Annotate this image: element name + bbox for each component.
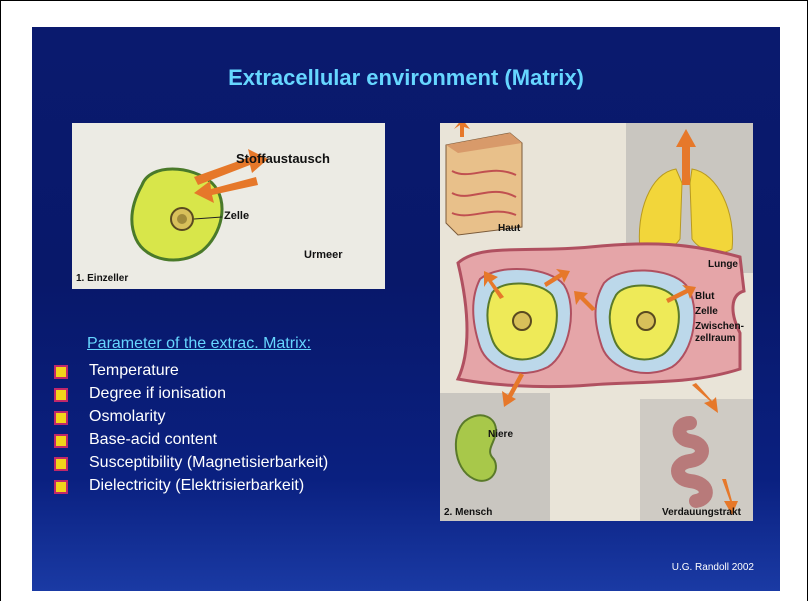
- label-stoffaustausch: Stoffaustausch: [236, 151, 330, 166]
- parameter-item: Degree if ionisation: [54, 382, 328, 405]
- label-lunge: Lunge: [708, 259, 738, 270]
- label-zelle-2: Zelle: [695, 306, 718, 317]
- bullet-icon: [54, 457, 68, 471]
- parameter-item: Dielectricity (Elektrisierbarkeit): [54, 474, 328, 497]
- caption-einzeller: 1. Einzeller: [76, 273, 128, 284]
- figure-mensch: Haut Lunge Blut Zelle Zwischen- zellraum…: [440, 123, 753, 521]
- label-urmeer: Urmeer: [304, 249, 343, 261]
- einzeller-illustration: [72, 123, 385, 289]
- parameter-item: Susceptibility (Magnetisierbarkeit): [54, 451, 328, 474]
- label-zelle: Zelle: [224, 210, 249, 222]
- parameter-item: Temperature: [54, 359, 328, 382]
- bullet-icon: [54, 434, 68, 448]
- label-haut: Haut: [498, 223, 520, 234]
- parameters-list: Temperature Degree if ionisation Osmolar…: [54, 359, 328, 497]
- label-blut: Blut: [695, 291, 714, 302]
- label-zwischen: Zwischen-: [695, 321, 744, 332]
- label-verdauungstrakt: Verdauungstrakt: [662, 507, 741, 518]
- parameters-heading: Parameter of the extrac. Matrix:: [87, 335, 311, 353]
- caption-mensch: 2. Mensch: [444, 507, 492, 518]
- label-niere: Niere: [488, 429, 513, 440]
- bullet-icon: [54, 388, 68, 402]
- parameter-item: Base-acid content: [54, 428, 328, 451]
- bullet-icon: [54, 411, 68, 425]
- slide-title: Extracellular environment (Matrix): [32, 65, 780, 91]
- parameter-item: Osmolarity: [54, 405, 328, 428]
- bullet-icon: [54, 480, 68, 494]
- slide: Extracellular environment (Matrix) Stoff…: [32, 27, 780, 591]
- figure-einzeller: Stoffaustausch Zelle Urmeer 1. Einzeller: [72, 123, 385, 289]
- label-zellraum: zellraum: [695, 333, 736, 344]
- credit-footer: U.G. Randoll 2002: [672, 562, 754, 573]
- bullet-icon: [54, 365, 68, 379]
